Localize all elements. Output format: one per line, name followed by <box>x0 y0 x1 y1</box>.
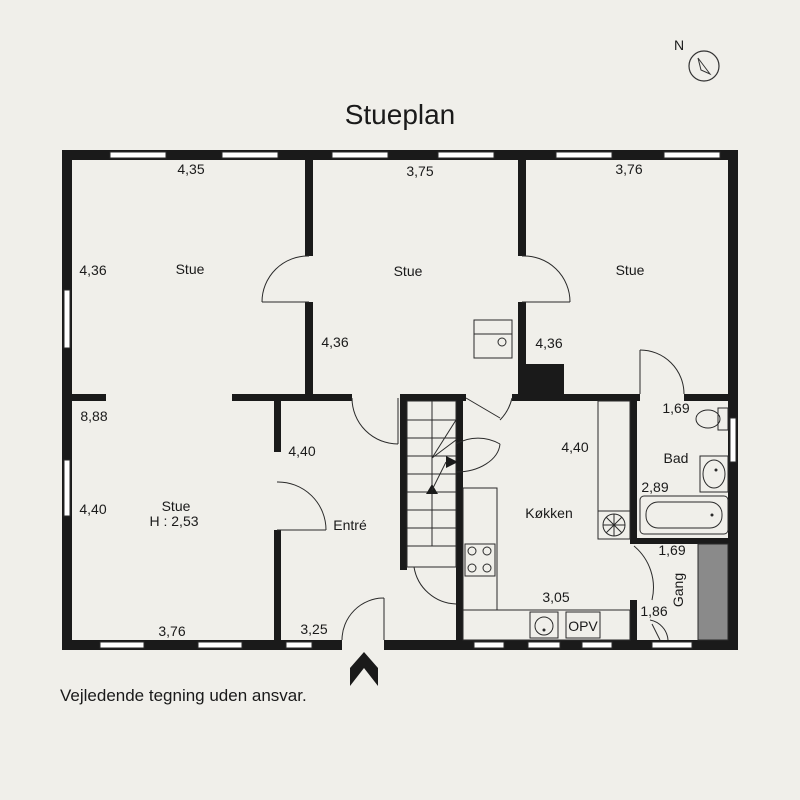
dim-1-86: 1,86 <box>640 603 667 619</box>
dim-4-40-kokken: 4,40 <box>561 439 588 455</box>
staircase <box>406 400 501 605</box>
toilet-icon <box>695 407 729 431</box>
opv-label: OPV <box>568 618 598 634</box>
dim-3-76-top: 3,76 <box>615 161 642 177</box>
room-label-stue-2: Stue <box>394 263 423 279</box>
dim-4-40-left: 4,40 <box>79 501 106 517</box>
opv-box <box>565 611 601 639</box>
washbasin-icon <box>699 455 729 493</box>
dim-1-69-gang: 1,69 <box>658 542 685 558</box>
dim-4-40-entre: 4,40 <box>288 443 315 459</box>
kitchen-sink-icon <box>529 611 559 639</box>
plan-title: Stueplan <box>345 99 456 130</box>
stair-arrow-right-icon <box>446 456 458 468</box>
room-label-stue-3: Stue <box>616 262 645 278</box>
room-label-entre: Entré <box>333 517 367 533</box>
dim-8-88: 8,88 <box>80 408 107 424</box>
bathtub-icon <box>639 495 729 535</box>
storage-block <box>697 543 729 641</box>
room-label-kokken: Køkken <box>525 505 572 521</box>
windows <box>63 151 737 649</box>
dim-4-35: 4,35 <box>177 161 204 177</box>
dim-1-69-bad: 1,69 <box>662 400 689 416</box>
dim-4-36-right: 4,36 <box>535 335 562 351</box>
room-label-stue-1: Stue <box>176 261 205 277</box>
front-door-opening <box>342 640 384 650</box>
entrance-arrow-icon <box>350 652 378 686</box>
stove-icon <box>473 319 513 359</box>
interior-walls <box>62 160 738 650</box>
front-door-swing <box>341 597 385 641</box>
dim-3-05: 3,05 <box>542 589 569 605</box>
disclaimer-text: Vejledende tegning uden ansvar. <box>60 686 307 705</box>
compass-icon <box>688 50 720 82</box>
dim-4-36-left: 4,36 <box>79 262 106 278</box>
room-label-stue-4: Stue <box>162 498 191 514</box>
room-label-gang: Gang <box>670 573 686 607</box>
fan-icon <box>597 510 631 540</box>
dim-4-36-mid: 4,36 <box>321 334 348 350</box>
dim-3-25: 3,25 <box>300 621 327 637</box>
dim-3-75: 3,75 <box>406 163 433 179</box>
cooktop-icon <box>464 543 496 577</box>
room-label-bad: Bad <box>664 450 689 466</box>
dim-2-89: 2,89 <box>641 479 668 495</box>
room-height-label: H : 2,53 <box>149 513 198 529</box>
door-swings <box>261 255 685 641</box>
compass-north-label: N <box>674 37 684 53</box>
dim-3-76-bottom: 3,76 <box>158 623 185 639</box>
